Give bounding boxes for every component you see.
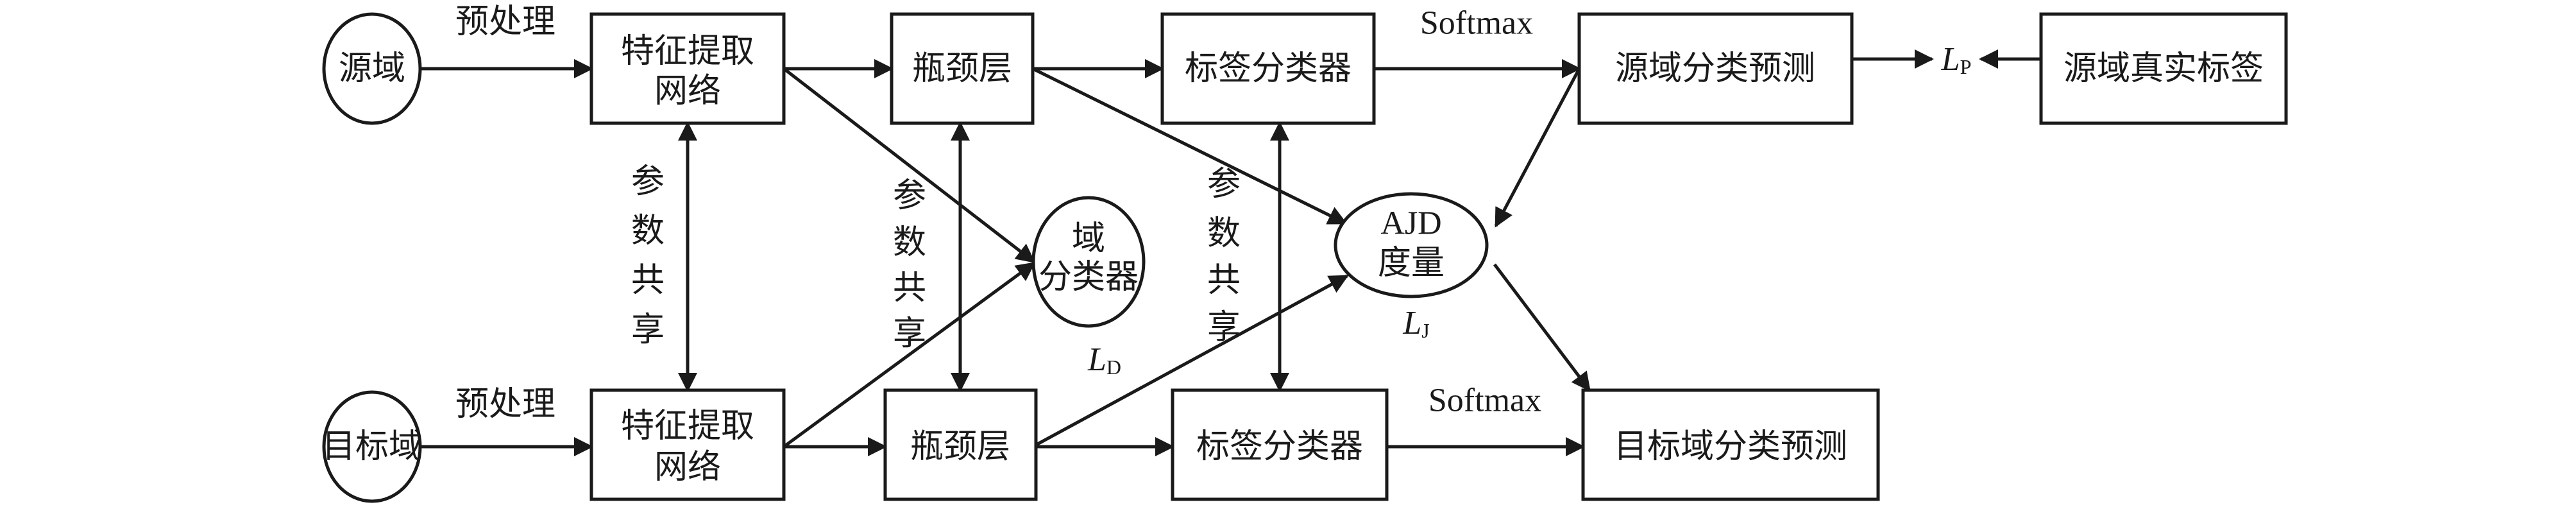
label-classifier-source-label: 标签分类器 bbox=[1185, 49, 1352, 88]
bottleneck-source-box bbox=[890, 12, 1035, 125]
loss-p-label: LP bbox=[1941, 41, 1972, 79]
source-domain-node bbox=[322, 12, 422, 125]
target-prediction-box bbox=[1581, 388, 1880, 501]
param-share-char: 参 bbox=[893, 176, 926, 215]
target-prediction-label: 目标域分类预测 bbox=[1614, 427, 1847, 466]
preprocess-top-label: 预处理 bbox=[455, 3, 555, 41]
domain-classifier-line2: 分类器 bbox=[1038, 258, 1139, 296]
edge-labels: 预处理 预处理 Softmax Softmax 参 数 共 享 参 数 共 享 … bbox=[455, 3, 1971, 424]
feature-net-source-line2: 网络 bbox=[654, 72, 721, 110]
feature-net-source-box bbox=[589, 12, 786, 125]
param-share-char: 享 bbox=[631, 311, 665, 349]
param-share-char: 数 bbox=[631, 212, 665, 250]
source-true-labels-box bbox=[2039, 12, 2288, 125]
softmax-bottom-label: Softmax bbox=[1428, 382, 1541, 419]
target-domain-node bbox=[322, 390, 422, 503]
param-share-char: 享 bbox=[1207, 308, 1241, 347]
param-share-char: 共 bbox=[1207, 261, 1241, 300]
param-share-char: 参 bbox=[1207, 165, 1241, 203]
source-domain-label: 源域 bbox=[339, 49, 405, 88]
target-domain-label: 目标域 bbox=[322, 427, 422, 466]
param-share-char: 共 bbox=[631, 261, 665, 300]
edge-bottleneck-bottom-to-ajd bbox=[1031, 274, 1349, 449]
feature-net-target-box bbox=[589, 388, 786, 501]
bottleneck-source-label: 瓶颈层 bbox=[912, 49, 1012, 88]
loss-d-label: LD bbox=[1087, 341, 1121, 379]
param-share-char: 享 bbox=[893, 314, 926, 353]
label-classifier-source-box bbox=[1160, 12, 1376, 125]
bottleneck-target-box bbox=[883, 388, 1038, 501]
bottleneck-target-label: 瓶颈层 bbox=[910, 427, 1010, 466]
feature-net-target-line2: 网络 bbox=[654, 448, 721, 486]
edge-feature-bottom-to-domain-classifier bbox=[783, 261, 1036, 449]
edge-bottleneck-top-to-ajd bbox=[1031, 67, 1348, 225]
nodes: 源域 目标域 特征提取 网络 特征提取 网络 瓶颈层 瓶颈层 标签分类器 标签分… bbox=[322, 12, 2288, 503]
feature-net-target-line1: 特征提取 bbox=[621, 407, 754, 445]
param-share-char: 参 bbox=[631, 162, 665, 201]
domain-classifier-node bbox=[1031, 196, 1146, 328]
param-share-char: 数 bbox=[1207, 214, 1241, 253]
feature-net-source-line1: 特征提取 bbox=[621, 32, 754, 71]
param-share-label-classifier: 参 数 共 享 bbox=[1207, 165, 1241, 347]
edge-pred-top-to-ajd bbox=[1494, 67, 1581, 228]
source-prediction-label: 源域分类预测 bbox=[1615, 49, 1815, 88]
edges bbox=[420, 49, 2041, 456]
ajd-metric-line1: AJD bbox=[1380, 205, 1441, 242]
label-classifier-target-label: 标签分类器 bbox=[1196, 427, 1363, 466]
loss-j-label: LJ bbox=[1402, 305, 1429, 343]
param-share-char: 共 bbox=[893, 269, 926, 307]
source-prediction-box bbox=[1577, 12, 1854, 125]
param-share-char: 数 bbox=[893, 223, 926, 262]
param-share-label-bottleneck: 参 数 共 享 bbox=[893, 176, 926, 353]
ajd-metric-line2: 度量 bbox=[1378, 244, 1445, 282]
param-share-label-feature: 参 数 共 享 bbox=[631, 162, 665, 349]
domain-classifier-line1: 域 bbox=[1072, 219, 1105, 258]
softmax-top-label: Softmax bbox=[1420, 5, 1533, 42]
source-true-labels-label: 源域真实标签 bbox=[2063, 49, 2264, 88]
edge-feature-top-to-domain-classifier bbox=[783, 67, 1036, 263]
preprocess-bottom-label: 预处理 bbox=[455, 385, 555, 424]
edge-ajd-to-pred-bottom bbox=[1493, 263, 1591, 392]
ajd-metric-node bbox=[1334, 192, 1489, 298]
label-classifier-target-box bbox=[1171, 388, 1389, 501]
